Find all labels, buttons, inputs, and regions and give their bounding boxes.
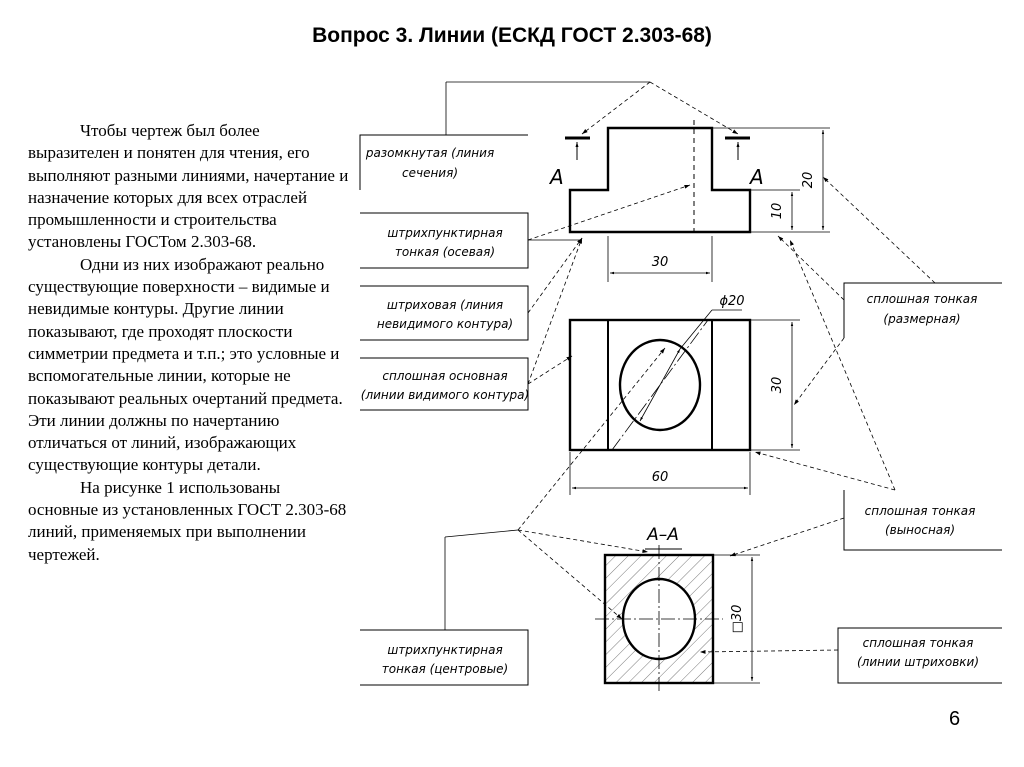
callout-hatching-line2: (линии штриховки)	[857, 655, 979, 669]
paragraph-figure: На рисунке 1 использованы основные из ус…	[28, 477, 347, 564]
body-text: Чтобы чертеж был более выразителен и пон…	[28, 120, 350, 566]
callout-extension-line2: (выносная)	[885, 523, 955, 537]
callout-visible: сплошная основная (линии видимого контур…	[360, 357, 529, 411]
dim-10: 10	[770, 203, 785, 220]
callout-axial: штрихпунктирная тонкая (осевая)	[360, 212, 529, 269]
paragraph-intro: Чтобы чертеж был более выразителен и пон…	[28, 121, 349, 252]
section-letter-right: А	[748, 165, 764, 189]
callout-hidden-line2: невидимого контура)	[377, 317, 513, 331]
callout-hatching: сплошная тонкая (линии штриховки)	[837, 627, 1002, 684]
front-view: А А 20 10 30	[548, 120, 830, 282]
callout-hatching-line1: сплошная тонкая	[863, 636, 974, 650]
callout-visible-line2: (линии видимого контура)	[361, 388, 529, 402]
dim-square-30: □30	[730, 605, 745, 634]
dim-30-top: 30	[652, 255, 669, 270]
callout-axial-line1: штрихпунктирная	[387, 226, 502, 240]
callout-section-line2: сечения)	[402, 166, 458, 180]
callout-dimension-line1: сплошная тонкая	[867, 292, 978, 306]
callout-visible-line1: сплошная основная	[382, 369, 507, 383]
callout-hidden: штриховая (линия невидимого контура)	[360, 285, 529, 341]
page-number: 6	[949, 708, 961, 730]
callout-section-line1: разомкнутая (линия	[365, 146, 494, 160]
callout-centre-line2: тонкая (центровые)	[382, 662, 508, 676]
callout-extension: сплошная тонкая (выносная)	[843, 490, 1002, 551]
callout-dimension-line2: (размерная)	[883, 312, 960, 326]
dim-20: 20	[801, 172, 816, 189]
callout-dimension: сплошная тонкая (размерная)	[843, 282, 1002, 338]
callout-hidden-line1: штриховая (линия	[387, 298, 503, 312]
callout-centre-line1: штрихпунктирная	[387, 643, 502, 657]
leader-lines	[444, 81, 936, 654]
section-letter-left: А	[548, 165, 564, 189]
callout-centre: штрихпунктирная тонкая (центровые)	[360, 537, 529, 686]
section-view: А–А □30	[595, 525, 760, 693]
dim-30-side: 30	[770, 377, 785, 394]
callout-section: разомкнутая (линия сечения)	[359, 81, 650, 190]
page-title: Вопрос 3. Линии (ЕСКД ГОСТ 2.303-68)	[312, 24, 712, 47]
dim-60: 60	[652, 470, 669, 485]
callout-extension-line1: сплошная тонкая	[865, 504, 976, 518]
top-view: ϕ20 30 60	[568, 294, 800, 495]
callout-axial-line2: тонкая (осевая)	[395, 245, 495, 259]
paragraph-lines: Одни из них изображают реально существую…	[28, 254, 343, 475]
section-label: А–А	[646, 525, 679, 545]
dim-diameter-20: ϕ20	[719, 294, 744, 309]
